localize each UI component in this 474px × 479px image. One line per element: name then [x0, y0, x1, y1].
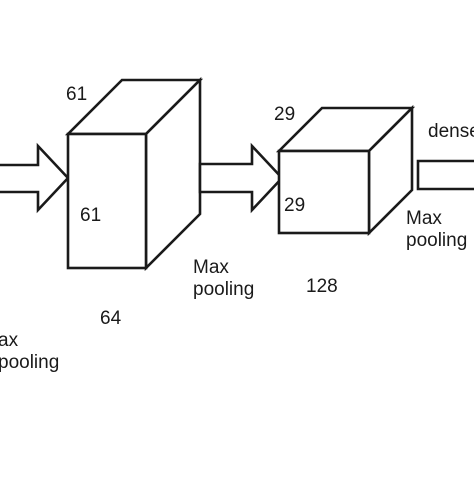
block1-depth-dimension: 64	[100, 308, 122, 329]
block2-pool-label: Max pooling	[406, 208, 468, 251]
input-arrow	[0, 142, 70, 214]
block1-pool-label: Max pooling	[193, 257, 255, 300]
block1-face-dimension: 61	[80, 205, 102, 226]
block2-face-dimension: 29	[284, 195, 306, 216]
dense-layer-label: dense	[428, 121, 474, 142]
pool-arrow-1	[198, 142, 284, 214]
dense-arrow	[416, 159, 474, 191]
block2-depth-dimension: 128	[306, 276, 338, 297]
block2-top-dimension: 29	[274, 104, 296, 125]
block1-top-dimension: 61	[66, 84, 88, 105]
block1-front-face	[66, 132, 148, 270]
block2-front-face	[277, 149, 371, 235]
left-pool-label: ax pooling	[0, 330, 60, 373]
